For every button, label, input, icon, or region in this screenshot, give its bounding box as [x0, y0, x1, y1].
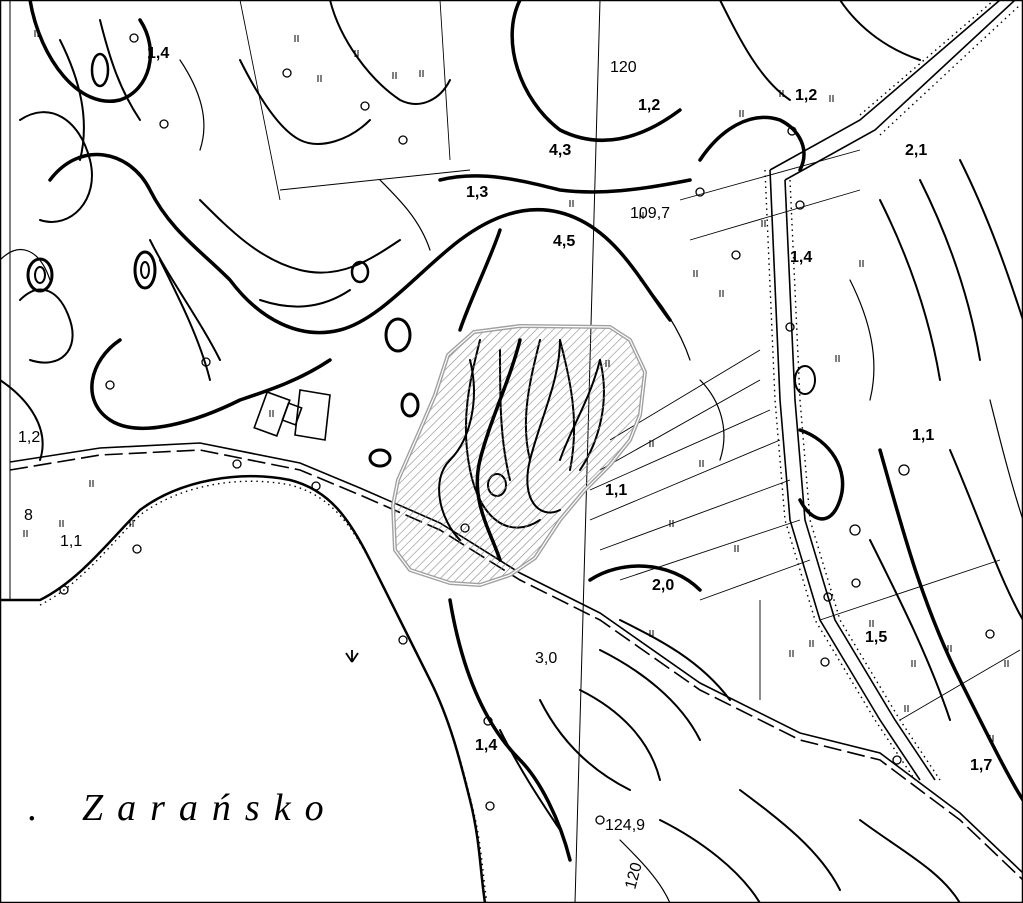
spot-height-label: 109,7	[630, 205, 670, 222]
spot-height-label: 120	[622, 861, 645, 891]
depth-label: 2,1	[905, 142, 927, 159]
lake-name-prefix: .	[28, 787, 52, 829]
spot-height-label: 124,9	[605, 817, 645, 834]
depth-label: 8	[24, 507, 33, 524]
depth-label: 2,0	[652, 577, 674, 594]
contour-lines-thin	[0, 59, 1023, 903]
depth-label: 1,7	[970, 757, 992, 774]
depth-label: 4,3	[549, 142, 571, 159]
depth-label: 1,5	[865, 629, 887, 646]
map-labels: 1,4 120 1,2 1,2 4,3 1,3 109,7 4,5 2,1 1,…	[18, 45, 992, 891]
depth-label: 1,4	[147, 45, 169, 62]
lake-name-label: Zarańsko	[82, 787, 338, 829]
depth-label: 1,1	[60, 533, 82, 550]
road-ticks	[764, 0, 1021, 781]
depth-label: 1,4	[790, 249, 812, 266]
spot-height-label: 120	[610, 59, 637, 76]
road-lines	[9, 0, 1023, 881]
depth-label: 4,5	[553, 233, 575, 250]
depth-label: 1,2	[638, 97, 660, 114]
lake-zaransko	[0, 475, 487, 903]
depth-label: 1,4	[475, 737, 497, 754]
spot-height-label: 3,0	[535, 650, 557, 667]
depth-label: 1,2	[795, 87, 817, 104]
depth-label: 1,2	[18, 429, 40, 446]
tree-symbol-icon	[59, 33, 995, 825]
depth-label: 1,1	[605, 482, 627, 499]
depth-label: 1,1	[912, 427, 934, 444]
contour-lines-index	[28, 0, 1023, 862]
highlighted-area-inner-line	[392, 325, 646, 586]
building-symbols	[253, 389, 331, 441]
depth-label: 1,3	[466, 184, 488, 201]
reed-icon	[345, 650, 359, 663]
highlighted-area-contours	[438, 338, 601, 562]
